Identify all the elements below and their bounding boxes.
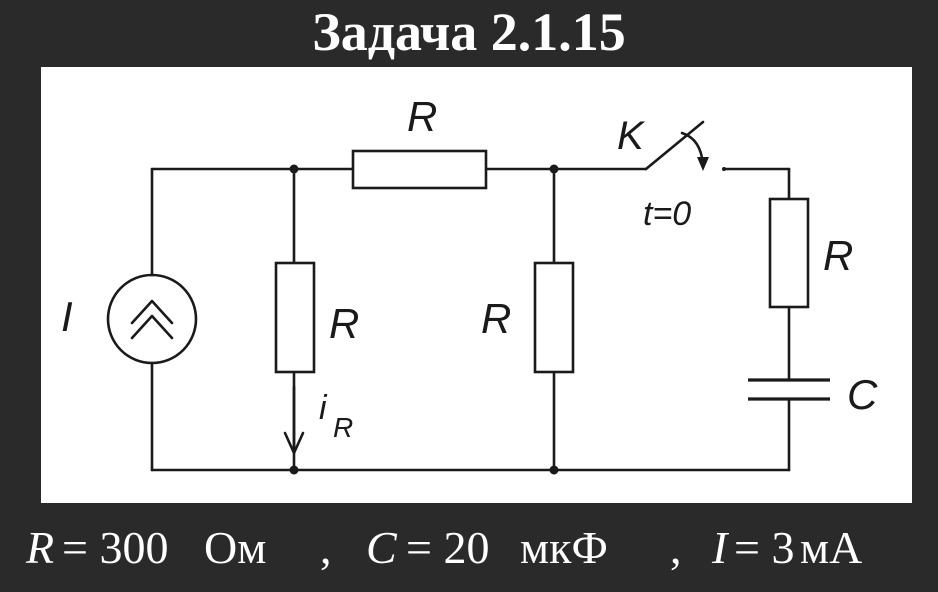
label-r-left: R (329, 300, 359, 347)
junction-dot (549, 465, 559, 475)
label-switch-time: t=0 (643, 195, 691, 233)
label-current-ir: i (319, 389, 328, 427)
circuit-diagram-panel: R I R i R R K t=0 R C (41, 67, 912, 503)
label-current-source: I (61, 293, 73, 340)
junction-dot (289, 465, 299, 475)
label-switch-k: K (617, 114, 646, 158)
param-r-unit: Ом (204, 522, 267, 573)
switch-blade (644, 120, 705, 171)
label-capacitor-c: C (847, 371, 878, 418)
current-arrow-head (283, 431, 305, 455)
resistor-right (768, 197, 810, 309)
param-c-symbol: C (366, 522, 397, 573)
junction-dot (549, 164, 559, 174)
param-i-unit: мА (800, 522, 863, 573)
source-arrow-lower (130, 314, 174, 340)
resistor-middle (533, 261, 575, 374)
junction-dot (289, 164, 299, 174)
param-c-unit: мкФ (520, 522, 608, 573)
problem-parameters: R = 300 Ом , C = 20 мкФ , I = 3 мА (0, 508, 938, 592)
label-r-top: R (407, 93, 437, 140)
param-r-value: = 300 (62, 522, 169, 573)
label-current-ir-subscript: R (333, 412, 353, 443)
label-r-middle: R (481, 295, 511, 342)
param-i-symbol: I (712, 522, 728, 573)
param-separator: , (320, 522, 332, 573)
label-r-right: R (823, 232, 853, 279)
resistor-top (351, 149, 488, 190)
source-arrow-upper (130, 299, 174, 325)
param-separator: , (670, 522, 682, 573)
resistor-left (274, 261, 316, 374)
problem-title: Задача 2.1.15 (312, 2, 626, 62)
current-source-circle (106, 273, 198, 365)
param-i-value: = 3 (734, 522, 795, 573)
switch-arrow-head (697, 157, 709, 171)
param-r-symbol: R (26, 522, 55, 573)
circuit-schematic: R I R i R R K t=0 R C (61, 93, 878, 475)
switch-contact (722, 167, 726, 171)
param-c-value: = 20 (406, 522, 490, 573)
